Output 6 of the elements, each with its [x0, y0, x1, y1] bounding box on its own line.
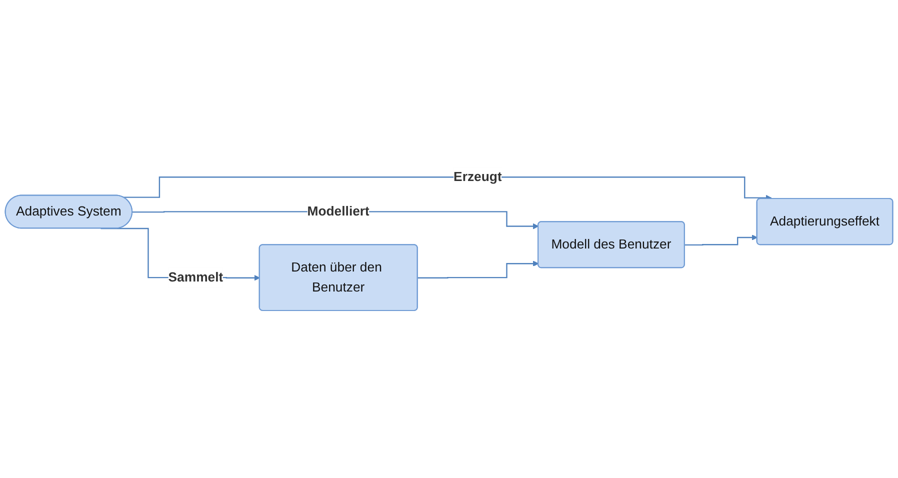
arrow [418, 260, 539, 279]
arrow [684, 234, 758, 246]
edge-label: Erzeugt [454, 170, 502, 185]
edge-label: Sammelt [168, 270, 224, 285]
arrow [123, 176, 772, 201]
edge-label: Modelliert [307, 204, 370, 220]
